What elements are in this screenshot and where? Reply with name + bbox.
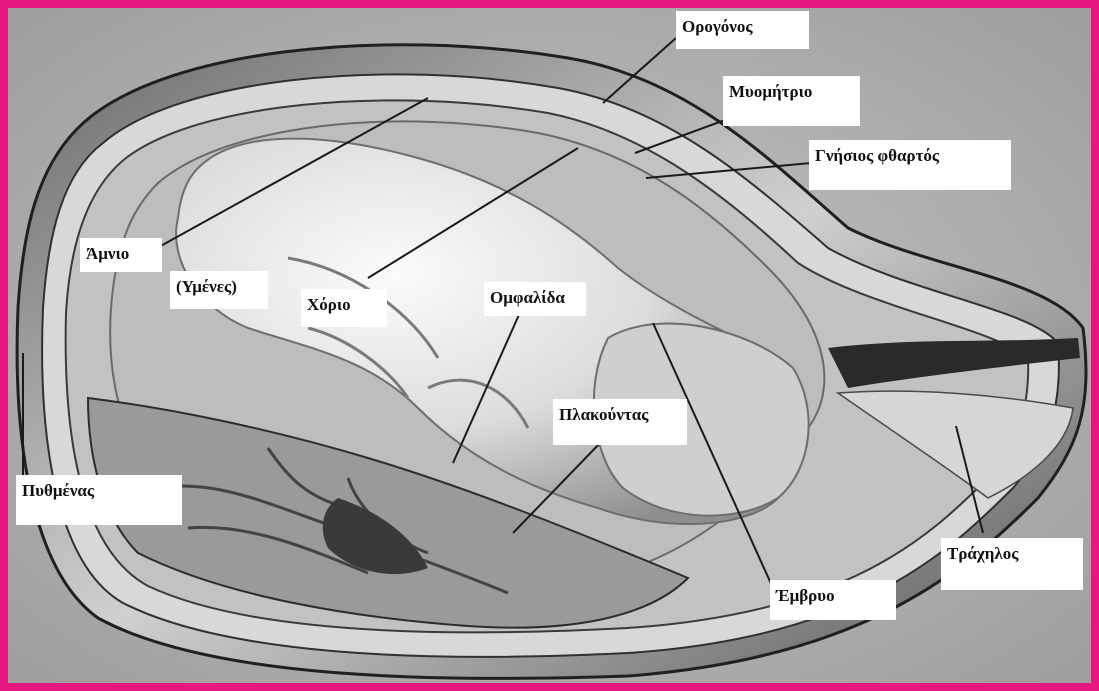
label-orogonos: Ορογόνος — [676, 11, 809, 49]
label-pythmenas: Πυθμένας — [16, 475, 182, 525]
label-myometrio: Μυομήτριο — [723, 76, 860, 126]
uterus-fetus-illustration — [8, 8, 1091, 683]
label-ymenes: (Υμένες) — [170, 271, 268, 309]
label-trachilos: Τράχηλος — [941, 538, 1083, 590]
label-omfalida: Ομφαλίδα — [484, 282, 586, 316]
label-gnisios-ftharto: Γνήσιος φθαρτός — [809, 140, 1011, 190]
label-emvryo: Έμβρυο — [770, 580, 896, 620]
label-chorio: Χόριο — [301, 289, 387, 327]
label-amnio: Άμνιο — [80, 238, 162, 272]
label-plakountas: Πλακούντας — [553, 399, 687, 445]
